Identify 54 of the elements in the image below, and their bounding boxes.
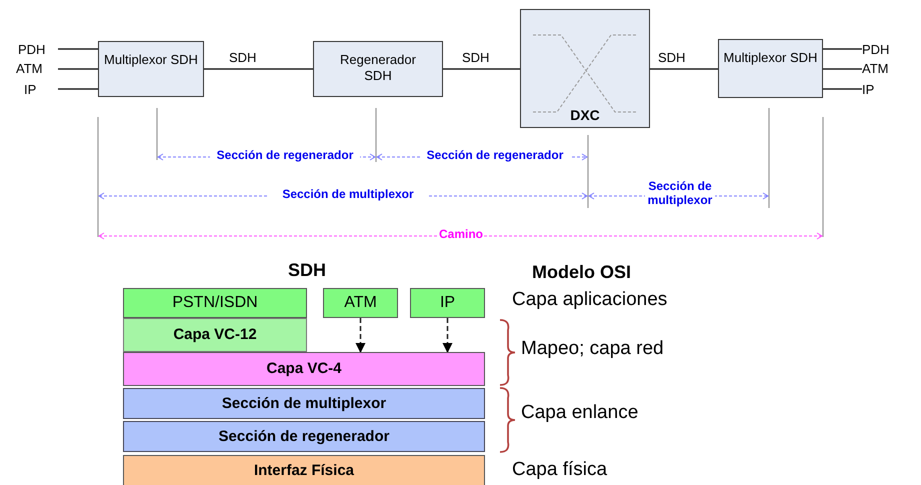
osi-layer-label: Mapeo; capa red — [521, 338, 665, 360]
edge-label: SDH — [656, 50, 688, 65]
equipment-box — [718, 39, 823, 98]
box-label: Regenerador SDH — [339, 52, 417, 84]
equipment-box — [313, 41, 443, 97]
dimension-label: Sección de regenerador — [210, 149, 360, 163]
connector-line — [823, 68, 862, 70]
box-label: IP — [440, 293, 456, 313]
dimension-label: Sección de multiplexor — [268, 188, 428, 202]
connector-line — [650, 68, 718, 70]
layer-box — [123, 455, 485, 485]
signal-label: PDH — [862, 41, 902, 57]
arrow — [442, 318, 452, 353]
signal-label: ATM — [16, 60, 58, 76]
box-label: Capa VC-4 — [266, 360, 342, 378]
signal-label: IP — [24, 81, 58, 97]
layer-box — [123, 421, 485, 452]
edge-label: SDH — [460, 50, 492, 65]
connector-line — [443, 68, 520, 70]
box-label: Interfaz Física — [254, 462, 354, 480]
box-label: Multiplexor SDH — [724, 50, 818, 66]
osi-layer-label: Capa enlance — [521, 402, 640, 424]
connector-line — [823, 88, 862, 90]
column-heading: Modelo OSI — [532, 262, 632, 283]
box-label: Multiplexor SDH — [104, 52, 198, 68]
connector-line — [58, 68, 98, 70]
box-label: Sección de multiplexor — [222, 394, 386, 412]
layer-box — [123, 352, 485, 386]
box-label: Capa VC-12 — [173, 326, 257, 344]
edge-label: SDH — [227, 50, 258, 65]
layer-box — [123, 318, 307, 352]
signal-label: PDH — [18, 41, 58, 57]
signal-label: IP — [862, 81, 896, 97]
connector-line — [58, 88, 98, 90]
dimension-label: Sección de regenerador — [420, 149, 570, 163]
osi-layer-label: Capa aplicaciones — [512, 289, 668, 311]
layer-box — [410, 288, 485, 318]
layer-box — [123, 288, 307, 318]
box-label: PSTN/ISDN — [172, 293, 258, 313]
signal-label: ATM — [862, 60, 904, 76]
layer-box — [123, 388, 485, 419]
column-heading: SDH — [286, 260, 327, 281]
connector-line — [823, 48, 862, 50]
arrow — [356, 318, 366, 353]
osi-layer-label: Capa física — [512, 459, 608, 481]
connector-line — [58, 48, 98, 50]
layer-box — [323, 288, 398, 318]
box-label: DXC — [570, 107, 600, 124]
box-label: ATM — [344, 293, 377, 313]
connector-line — [204, 68, 313, 70]
box-label: Sección de regenerador — [218, 428, 390, 446]
dimension-label: Sección de multiplexor — [645, 180, 715, 208]
equipment-box — [98, 41, 204, 97]
crossconnect-box — [520, 9, 650, 128]
